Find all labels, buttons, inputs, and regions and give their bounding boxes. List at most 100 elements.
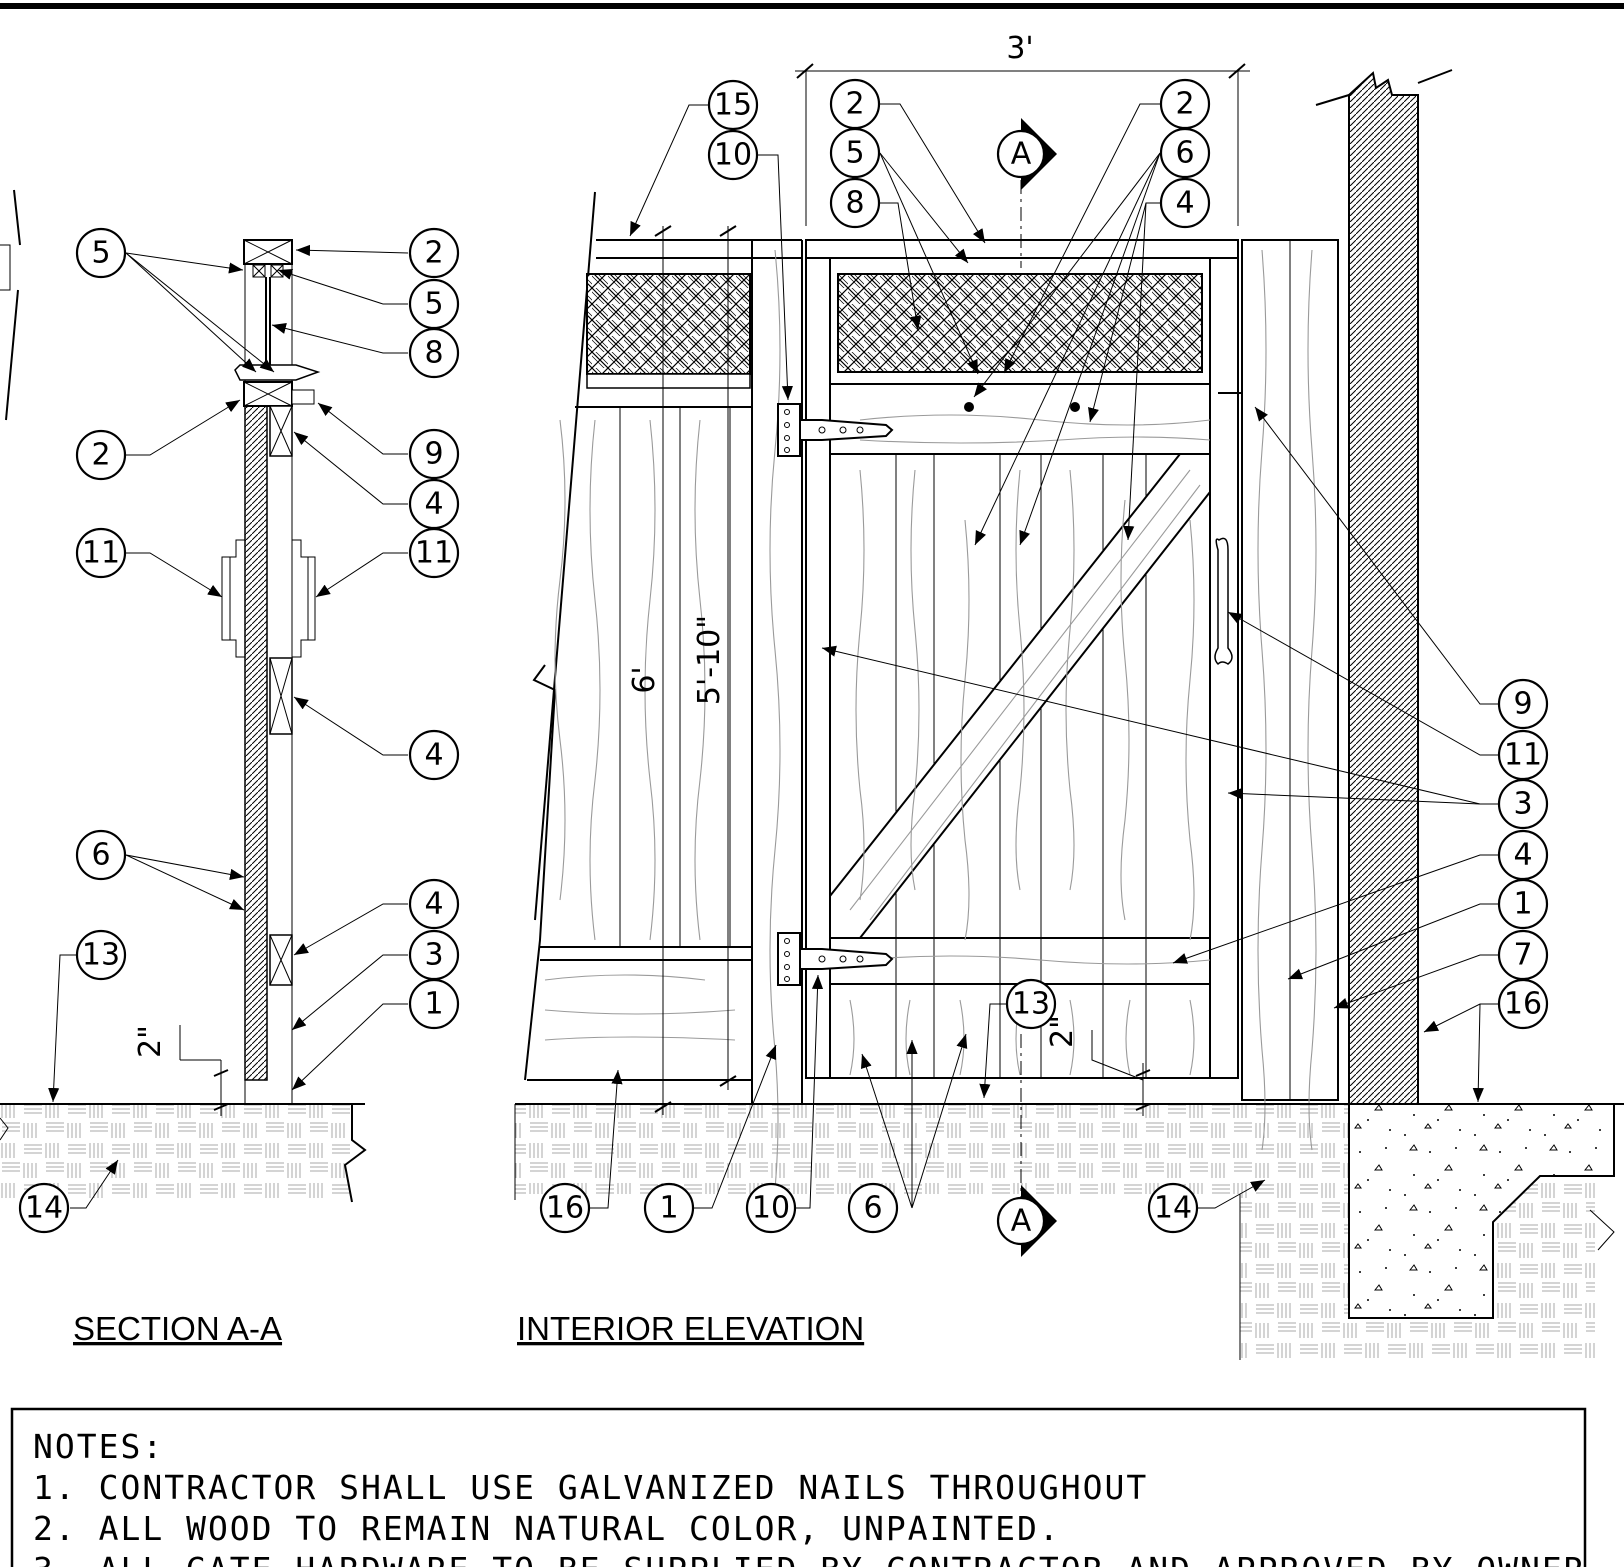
callout-1: 1 <box>408 978 460 1030</box>
section-callouts: 5 2 5 8 2 9 4 11 11 4 6 4 13 3 1 14 <box>18 227 460 1234</box>
svg-text:5: 5 <box>845 136 864 171</box>
svg-text:14: 14 <box>25 1191 63 1226</box>
section-board <box>244 399 268 1081</box>
callout-14: 14 <box>1147 1182 1199 1234</box>
svg-text:13: 13 <box>82 938 120 973</box>
svg-text:1: 1 <box>1513 887 1532 922</box>
gate <box>777 239 1261 1079</box>
callout-6: 6 <box>1159 127 1211 179</box>
svg-text:9: 9 <box>1513 687 1532 722</box>
interior-elevation-view: 3' 6' 5'-10" 2" A A <box>514 31 1624 1360</box>
callout-4: 4 <box>1159 177 1211 229</box>
callout-13: 13 <box>75 929 127 981</box>
section-latch <box>234 364 321 381</box>
callout-8: 8 <box>408 327 460 379</box>
section-soil-hatch <box>0 1104 352 1202</box>
note-2: 2. ALL WOOD TO REMAIN NATURAL COLOR, UNP… <box>33 1509 1061 1548</box>
section-marker-top: A <box>996 118 1057 190</box>
svg-text:1: 1 <box>424 987 443 1022</box>
svg-text:2: 2 <box>424 236 443 271</box>
section-title: SECTION A-A <box>73 1310 282 1347</box>
callout-4: 4 <box>408 729 460 781</box>
svg-text:16: 16 <box>546 1191 584 1226</box>
callout-2: 2 <box>829 78 881 130</box>
callout-14: 14 <box>18 1182 70 1234</box>
fence-height-dim: 6' <box>627 666 662 693</box>
section-marker-bottom: A <box>996 1185 1057 1257</box>
svg-text:10: 10 <box>714 138 752 173</box>
callout-10: 10 <box>707 129 759 181</box>
callout-16: 16 <box>539 1182 591 1234</box>
svg-text:9: 9 <box>424 437 443 472</box>
gate-lower-rail <box>829 937 1211 985</box>
callout-11: 11 <box>75 527 127 579</box>
gate-upper-rail <box>829 383 1211 455</box>
svg-text:1: 1 <box>659 1191 678 1226</box>
callout-11: 11 <box>408 527 460 579</box>
callout-15: 15 <box>707 79 759 131</box>
callout-5: 5 <box>75 227 127 279</box>
svg-text:16: 16 <box>1504 987 1542 1022</box>
callout-5: 5 <box>829 127 881 179</box>
svg-text:2: 2 <box>91 438 110 473</box>
callout-4: 4 <box>408 478 460 530</box>
svg-text:13: 13 <box>1012 987 1050 1022</box>
svg-text:7: 7 <box>1513 938 1532 973</box>
callout-9: 9 <box>1497 678 1549 730</box>
callout-6: 6 <box>75 829 127 881</box>
elevation-soil-hatch <box>515 1104 1349 1194</box>
notes-heading: NOTES: <box>33 1427 164 1466</box>
left-panel-lattice <box>586 273 751 375</box>
left-panel-break-edge <box>534 191 596 921</box>
svg-text:14: 14 <box>1154 1191 1192 1226</box>
callout-1: 1 <box>1497 878 1549 930</box>
svg-text:8: 8 <box>845 186 864 221</box>
svg-text:3: 3 <box>424 938 443 973</box>
callout-2: 2 <box>408 227 460 279</box>
callout-4: 4 <box>408 878 460 930</box>
gate-top-cap <box>805 239 1239 259</box>
svg-text:3: 3 <box>1513 787 1532 822</box>
elevation-gap-dim: 2" <box>1045 1015 1080 1048</box>
svg-text:6: 6 <box>1175 136 1194 171</box>
callout-5: 5 <box>408 278 460 330</box>
concrete-footing <box>1348 1103 1615 1319</box>
callout-4: 4 <box>1497 829 1549 881</box>
gate-width-dim: 3' <box>1006 31 1033 66</box>
svg-text:11: 11 <box>82 536 120 571</box>
gate-pull-handle <box>1214 537 1233 666</box>
section-gap-dim: 2" <box>133 1025 168 1058</box>
section-a-a-view: 2" <box>0 189 367 1203</box>
note-1: 1. CONTRACTOR SHALL USE GALVANIZED NAILS… <box>33 1468 1148 1507</box>
callout-2: 2 <box>1159 78 1211 130</box>
callout-9: 9 <box>408 428 460 480</box>
callout-3: 3 <box>1497 778 1549 830</box>
svg-text:A: A <box>1011 1204 1032 1239</box>
svg-text:2: 2 <box>845 87 864 122</box>
svg-text:4: 4 <box>424 487 443 522</box>
gate-diagonal-brace <box>829 453 1211 939</box>
note-3: 3. ALL GATE HARDWARE TO BE SUPPLIED BY C… <box>33 1550 1607 1567</box>
right-fence-post <box>1241 239 1339 1151</box>
callout-10: 10 <box>745 1182 797 1234</box>
svg-text:A: A <box>1011 137 1032 172</box>
callout-1: 1 <box>643 1182 695 1234</box>
callout-11: 11 <box>1497 729 1549 781</box>
svg-text:4: 4 <box>424 887 443 922</box>
svg-text:6: 6 <box>863 1191 882 1226</box>
svg-text:5: 5 <box>91 236 110 271</box>
callout-2: 2 <box>75 429 127 481</box>
svg-text:11: 11 <box>1504 738 1542 773</box>
svg-text:4: 4 <box>424 738 443 773</box>
svg-text:4: 4 <box>1175 186 1194 221</box>
gate-lattice <box>837 273 1203 373</box>
callout-3: 3 <box>408 929 460 981</box>
svg-text:11: 11 <box>415 536 453 571</box>
gate-height-dim: 5'-10" <box>692 615 727 705</box>
callout-16: 16 <box>1497 978 1549 1030</box>
svg-text:6: 6 <box>91 838 110 873</box>
callout-13: 13 <box>1005 978 1057 1030</box>
svg-text:8: 8 <box>424 336 443 371</box>
svg-text:10: 10 <box>752 1191 790 1226</box>
